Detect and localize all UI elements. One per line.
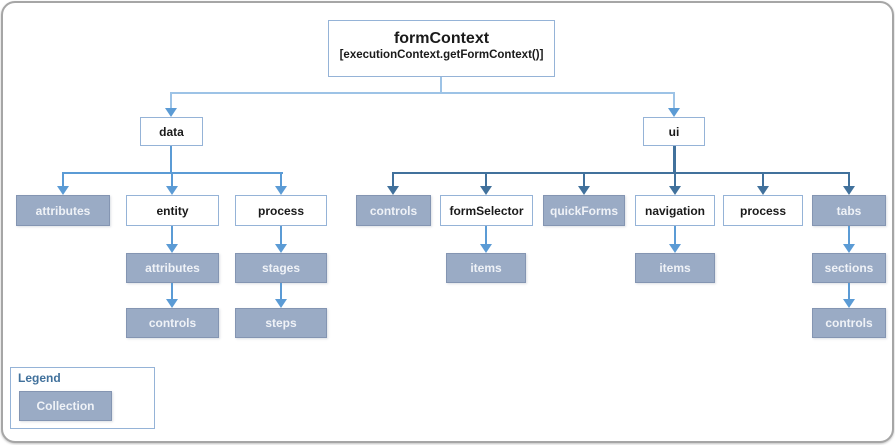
arrowhead-sections-controls <box>843 299 855 308</box>
arrowhead-to-formselector <box>480 186 492 195</box>
node-data-attributes: attributes <box>16 195 110 226</box>
connector-stub-quickforms <box>583 172 585 187</box>
node-tabs: tabs <box>812 195 886 226</box>
connector-stub-ui-controls <box>392 172 394 187</box>
node-tabs-controls: controls <box>812 308 886 338</box>
arrowhead-to-navigation <box>669 186 681 195</box>
arrowhead-to-entity <box>166 186 178 195</box>
node-steps: steps <box>235 308 327 338</box>
node-stages: stages <box>235 253 327 283</box>
node-formcontext-subtitle: [executionContext.getFormContext()] <box>339 49 544 61</box>
arrowhead-tabs-sections <box>843 244 855 253</box>
arrowhead-to-process <box>275 186 287 195</box>
node-ui: ui <box>643 117 705 146</box>
connector-navigation-items <box>674 226 676 245</box>
node-formselector: formSelector <box>440 195 533 226</box>
node-navigation: navigation <box>635 195 715 226</box>
connector-data-stem <box>170 146 172 173</box>
arrowhead-to-ui <box>668 108 680 117</box>
connector-stub-ui <box>673 92 675 108</box>
arrowhead-to-tabs <box>843 186 855 195</box>
connector-stub-formselector <box>485 172 487 187</box>
arrowhead-to-ui-controls <box>387 186 399 195</box>
node-formcontext-title: formContext <box>393 30 490 47</box>
legend-title: Legend <box>18 371 61 385</box>
node-formcontext: formContext [executionContext.getFormCon… <box>328 20 555 77</box>
connector-tabs-sections <box>848 226 850 245</box>
arrowhead-attributes-controls <box>166 299 178 308</box>
connector-stub-tabs <box>848 172 850 187</box>
node-quickforms: quickForms <box>543 195 625 226</box>
node-entity: entity <box>126 195 219 226</box>
arrowhead-navigation-items <box>669 244 681 253</box>
connector-root-branch <box>170 92 675 94</box>
node-entity-controls: controls <box>126 308 219 338</box>
connector-root-stem <box>440 77 442 93</box>
connector-stub-attributes <box>62 172 64 187</box>
arrowhead-formselector-items <box>480 244 492 253</box>
connector-ui-stem <box>673 146 676 173</box>
arrowhead-to-data <box>165 108 177 117</box>
connector-stub-entity <box>171 172 173 187</box>
node-entity-attributes: attributes <box>126 253 219 283</box>
connector-formselector-items <box>485 226 487 245</box>
arrowhead-entity-attributes <box>166 244 178 253</box>
node-navigation-items: items <box>635 253 715 283</box>
node-data-process: process <box>235 195 327 226</box>
connector-process-stages <box>280 226 282 245</box>
arrowhead-stages-steps <box>275 299 287 308</box>
legend-collection-swatch: Collection <box>19 391 112 421</box>
arrowhead-to-ui-process <box>757 186 769 195</box>
legend: Legend Collection <box>10 367 155 429</box>
arrowhead-process-stages <box>275 244 287 253</box>
connector-stub-navigation <box>674 172 676 187</box>
arrowhead-to-quickforms <box>578 186 590 195</box>
connector-stub-ui-process <box>762 172 764 187</box>
node-sections: sections <box>812 253 886 283</box>
connector-stages-steps <box>280 283 282 300</box>
connector-attributes-controls <box>171 283 173 300</box>
node-formselector-items: items <box>446 253 526 283</box>
connector-stub-data <box>170 92 172 108</box>
connector-entity-attributes <box>171 226 173 245</box>
node-ui-process: process <box>723 195 803 226</box>
node-data: data <box>140 117 203 146</box>
arrowhead-to-attributes <box>57 186 69 195</box>
connector-stub-process <box>280 172 282 187</box>
node-ui-controls: controls <box>356 195 431 226</box>
connector-ui-branch <box>392 172 850 174</box>
connector-sections-controls <box>848 283 850 300</box>
